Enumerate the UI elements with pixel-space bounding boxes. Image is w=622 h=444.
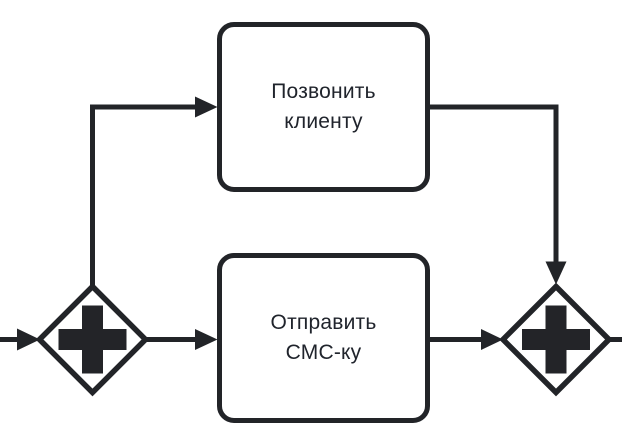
flow-call-to-join-line[interactable] bbox=[428, 104, 559, 263]
arrowhead-icon bbox=[481, 329, 503, 350]
task-label-line: Отправить bbox=[270, 311, 377, 334]
flow-sms-to-join[interactable] bbox=[428, 329, 503, 350]
flow-split-to-sms[interactable] bbox=[144, 329, 218, 350]
task-label-line: Позвонить bbox=[271, 80, 376, 103]
gateway-split-parallel[interactable] bbox=[35, 282, 150, 397]
task-label: Отправить СМС-ку bbox=[271, 308, 377, 368]
flow-in[interactable] bbox=[0, 328, 40, 351]
arrowhead-icon bbox=[195, 96, 218, 118]
plus-icon bbox=[58, 305, 127, 374]
plus-icon bbox=[522, 305, 590, 374]
task-call-client[interactable]: Позвонить клиенту bbox=[217, 22, 430, 192]
task-label: Позвонить клиенту bbox=[271, 77, 375, 137]
gateway-join-parallel[interactable] bbox=[499, 282, 613, 397]
flow-split-to-call-line[interactable] bbox=[90, 104, 197, 289]
flow-split-to-call[interactable] bbox=[90, 96, 218, 290]
task-label-line: клиенту bbox=[284, 110, 363, 133]
arrowhead-icon bbox=[545, 261, 567, 285]
arrowhead-icon bbox=[195, 329, 218, 350]
flow-call-to-join[interactable] bbox=[428, 104, 567, 285]
arrowhead-icon bbox=[17, 328, 40, 351]
task-send-sms[interactable]: Отправить СМС-ку bbox=[217, 253, 430, 423]
task-label-line: СМС-ку bbox=[285, 341, 362, 364]
